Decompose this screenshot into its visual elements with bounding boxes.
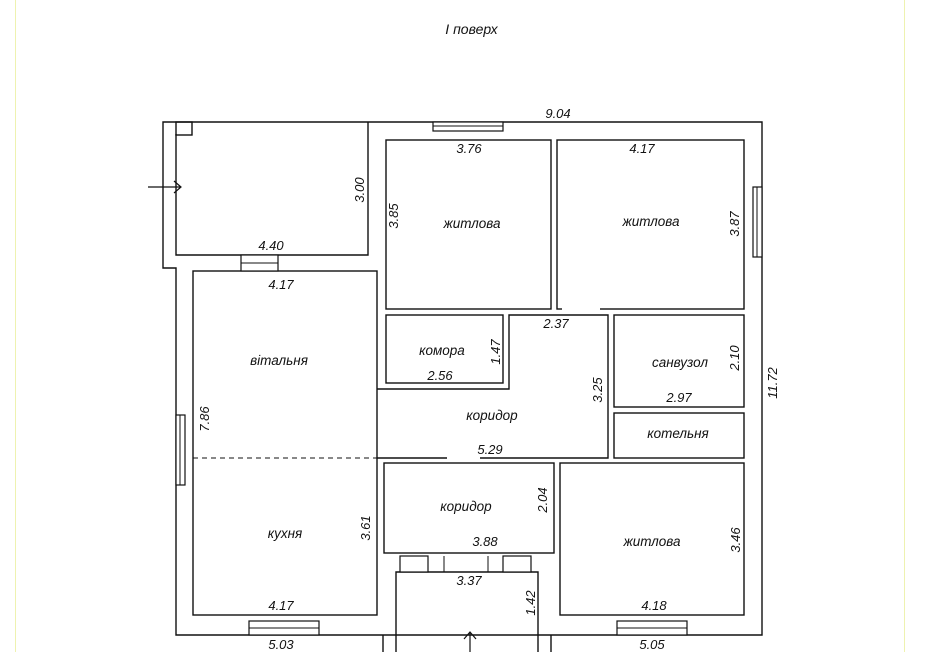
dim-porch-width: 3.37 <box>456 573 482 588</box>
dim-pantry-height: 1.47 <box>488 339 503 365</box>
dim-terrace-width: 4.40 <box>258 238 284 253</box>
room-label-pantry: комора <box>419 343 465 358</box>
dim-bath-width: 2.97 <box>665 390 692 405</box>
window <box>502 555 532 573</box>
dim-living-width: 4.17 <box>268 277 294 292</box>
room-wall-bed1 <box>385 139 552 310</box>
room-label-bed2: житлова <box>621 214 680 229</box>
room-wall-bath <box>613 314 745 408</box>
room-label-corridor1: коридор <box>466 408 518 423</box>
room-wall-pantry <box>385 314 504 384</box>
room-label-corridor2: коридор <box>440 499 492 514</box>
dim-living-height: 7.86 <box>197 406 212 432</box>
dim-pantry-width: 2.56 <box>426 368 453 383</box>
terrace-wall <box>175 122 369 256</box>
dim-bed3-height: 3.46 <box>728 527 743 553</box>
dim-bed2-width: 4.17 <box>629 141 655 156</box>
dim-bath-height: 2.10 <box>727 345 742 372</box>
dim-corr1-height: 3.25 <box>590 377 605 403</box>
dim-bottom-right: 5.05 <box>639 637 665 652</box>
dim-corr2-height: 2.04 <box>535 487 550 513</box>
dim-corr2-width: 3.88 <box>472 534 498 549</box>
room-wall-corridor <box>377 314 609 459</box>
outer-wall <box>162 121 763 636</box>
frame-right-line <box>904 0 905 652</box>
dim-bed2-height: 3.87 <box>727 211 742 237</box>
room-label-bed3: житлова <box>622 534 681 549</box>
room-wall-bed3 <box>559 462 745 616</box>
dim-bed1-height: 3.85 <box>386 203 401 229</box>
porch-step <box>382 635 552 652</box>
window <box>399 555 429 573</box>
room-wall-living <box>192 270 378 616</box>
dim-kitchen-height: 3.61 <box>358 515 373 540</box>
entrance-arrow-icon <box>463 631 477 640</box>
room-wall-corridor2 <box>383 462 555 554</box>
room-label-boiler: котельня <box>647 426 709 441</box>
dim-kitchen-width: 4.17 <box>268 598 294 613</box>
frame-left-line <box>15 0 16 652</box>
dim-bottom-left: 5.03 <box>268 637 294 652</box>
entrance-arrow-icon <box>173 180 182 194</box>
dim-overall-width: 9.04 <box>545 106 570 121</box>
dim-bed1-width: 3.76 <box>456 141 482 156</box>
room-label-bath: санвузол <box>652 355 708 370</box>
dim-bed3-width: 4.18 <box>641 598 667 613</box>
corner-post <box>175 121 193 136</box>
porch-wall <box>395 571 539 652</box>
room-wall-boiler <box>613 412 745 459</box>
dim-overall-height: 11.72 <box>765 366 780 398</box>
room-wall-bed2 <box>556 139 745 310</box>
floor-title: І поверх <box>445 21 498 37</box>
dim-corr1-top: 2.37 <box>542 316 569 331</box>
dim-terrace-height: 3.00 <box>352 177 367 203</box>
room-label-living: вітальня <box>250 353 308 368</box>
room-label-kitchen: кухня <box>268 526 303 541</box>
dim-corr1-width: 5.29 <box>477 442 502 457</box>
room-label-bed1: житлова <box>442 216 501 231</box>
dim-porch-height: 1.42 <box>523 590 538 616</box>
